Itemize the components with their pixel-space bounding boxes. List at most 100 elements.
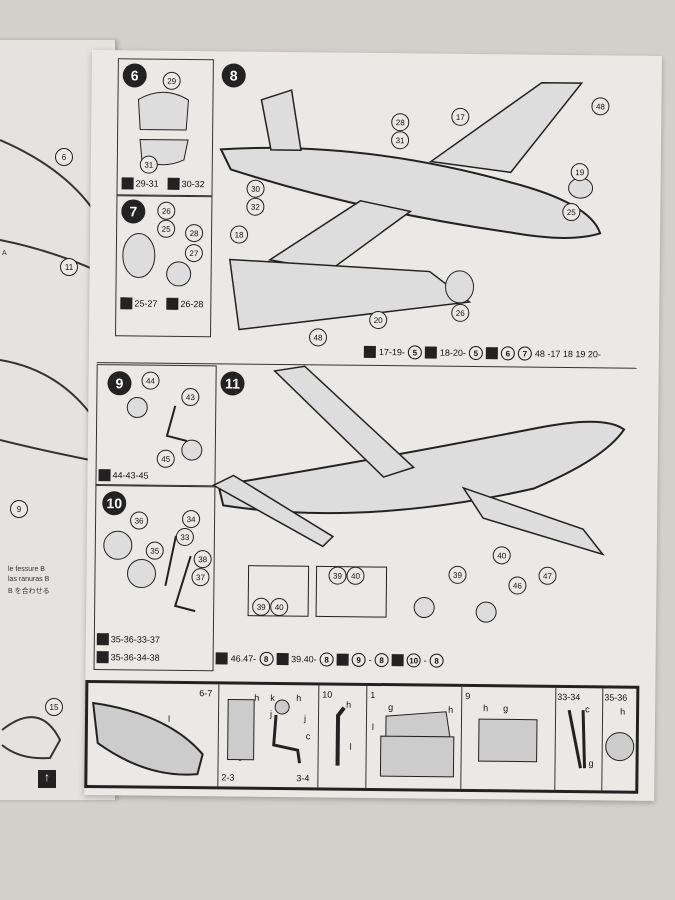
glue-icon (336, 653, 349, 666)
step-9-panel: 9 44 43 45 44-43-45 (95, 364, 217, 488)
arrow-up-icon: ↑ (38, 770, 56, 788)
step-ref: 5 (407, 345, 422, 360)
assembly-text: 35-36-34-38 (110, 652, 160, 663)
part-number: 46 (508, 576, 527, 595)
step-ref: 8 (259, 651, 274, 666)
step-ref: 10 (406, 653, 421, 668)
wheel-drawing (605, 732, 635, 762)
gear-leg-drawing (567, 709, 587, 769)
step-ref: 8 (374, 652, 389, 668)
footer-text: 39.40- (291, 654, 317, 665)
part-number: 6 (55, 148, 73, 166)
part-drawing (335, 706, 346, 766)
part-number: 39 (448, 565, 467, 584)
step-ref: 8 (319, 652, 334, 667)
part-number: 35 (145, 541, 164, 560)
part-number: 44 (141, 371, 160, 390)
wheel-drawing (126, 396, 203, 461)
part-number: 30 (246, 179, 265, 198)
step-ref: 8 (429, 653, 444, 668)
glue-icon (215, 652, 228, 665)
panel-drawing (478, 718, 538, 763)
part-number: 43 (181, 387, 200, 407)
glue-icon (98, 469, 111, 482)
part-number: 27 (184, 243, 203, 263)
step-7-panel: 7 26 25 28 27 25-27 26-28 (115, 194, 213, 338)
paint-cell-seat-pilot: 2-3 3-4 h k h j j c c (217, 684, 320, 788)
instruction-text: le fessure B (8, 566, 45, 573)
step-6-panel: 6 29 31 29-31 30-32 (116, 58, 214, 198)
landing-gear-drawing (103, 530, 196, 613)
paint-cell-cockpit: 6-7 l (87, 682, 220, 787)
instrument-panel-drawing (379, 711, 455, 778)
footer-text: 48 -17 18 19 20- (534, 348, 601, 360)
part-number: 20 (369, 310, 388, 330)
step-ref: 9 (351, 652, 366, 667)
part-number: 39 (328, 566, 347, 585)
assembly-text: 44-43-45 (112, 470, 149, 481)
part-number: 17 (451, 107, 470, 126)
part-number: 39 (252, 597, 271, 616)
step-8-panel: 8 17 48 28 31 19 25 30 32 18 26 20 48 (209, 59, 632, 363)
paint-cell-35-36: 35-36 h (601, 688, 636, 790)
assembly-label: 35-36-33-37 (96, 633, 160, 646)
part-number: 40 (346, 566, 365, 585)
glue-icon (96, 633, 109, 646)
cockpit-drawing (92, 701, 204, 776)
glue-icon (424, 346, 437, 359)
part-number: 33 (175, 527, 194, 547)
part-number: 38 (193, 550, 212, 569)
instruction-text: las ranuras B (8, 576, 50, 583)
paint-cell-9: 9 h g (460, 686, 557, 790)
footer-text: 46.47- (230, 653, 257, 664)
part-number: 28 (184, 223, 204, 243)
glue-icon (167, 177, 180, 190)
glue-icon (391, 654, 404, 667)
part-number: 11 (60, 258, 78, 276)
assembly-text: 29-31 (135, 178, 159, 189)
assembly-label: 35-36-34-38 (96, 651, 160, 664)
paint-cell-10: 10 h l (317, 685, 368, 788)
part-number: 31 (139, 155, 158, 174)
footer-text: - (423, 655, 427, 666)
glue-icon (276, 652, 289, 666)
assembly-label: 25-27 (120, 297, 157, 310)
paint-cell-33-34: 33-34 c g (554, 687, 604, 791)
painting-guide: 6-7 l 2-3 3-4 h k h j j c c 10 h l 1 g h… (84, 679, 640, 794)
assembly-label: 26-28 (166, 297, 204, 310)
glue-icon (363, 345, 376, 358)
part-number: 28 (391, 113, 410, 132)
part-number: 31 (390, 131, 410, 150)
assembly-label: 44-43-45 (98, 469, 149, 482)
glue-icon (120, 297, 133, 310)
glue-icon (96, 651, 109, 664)
aircraft-drawing (211, 365, 626, 623)
part-number: 25 (157, 219, 176, 238)
part-number: 40 (492, 546, 511, 565)
footer-text: - (368, 654, 372, 665)
glue-icon (121, 177, 134, 190)
engine-drawing (122, 233, 192, 287)
assembly-text: 35-36-33-37 (110, 634, 160, 645)
part-number: 9 (10, 500, 28, 518)
part-number: 15 (45, 698, 63, 716)
assembly-text: 26-28 (180, 298, 204, 310)
assembly-label: 29-31 (121, 177, 159, 190)
part-number: 45 (156, 449, 175, 468)
assembly-label: 30-32 (167, 177, 205, 190)
footer-text: 17-19- (378, 347, 405, 358)
part-number: 26 (157, 201, 176, 220)
part-number: 29 (162, 71, 181, 90)
glue-icon (166, 297, 179, 310)
part-number: 48 (308, 328, 328, 347)
part-number: 25 (562, 202, 581, 222)
seat-pilot-drawing (227, 698, 302, 764)
part-number: 36 (129, 511, 149, 530)
instruction-page: 6 29 31 29-31 30-32 7 26 25 28 27 25-27 … (84, 50, 662, 801)
part-number: 40 (270, 597, 289, 617)
step-11-panel: 11 39 40 46 47 39 40 39 40 (211, 365, 635, 673)
part-number: 37 (191, 568, 210, 587)
part-number: 18 (229, 225, 249, 244)
assembly-text: 30-32 (181, 178, 205, 190)
glue-icon (485, 347, 498, 360)
